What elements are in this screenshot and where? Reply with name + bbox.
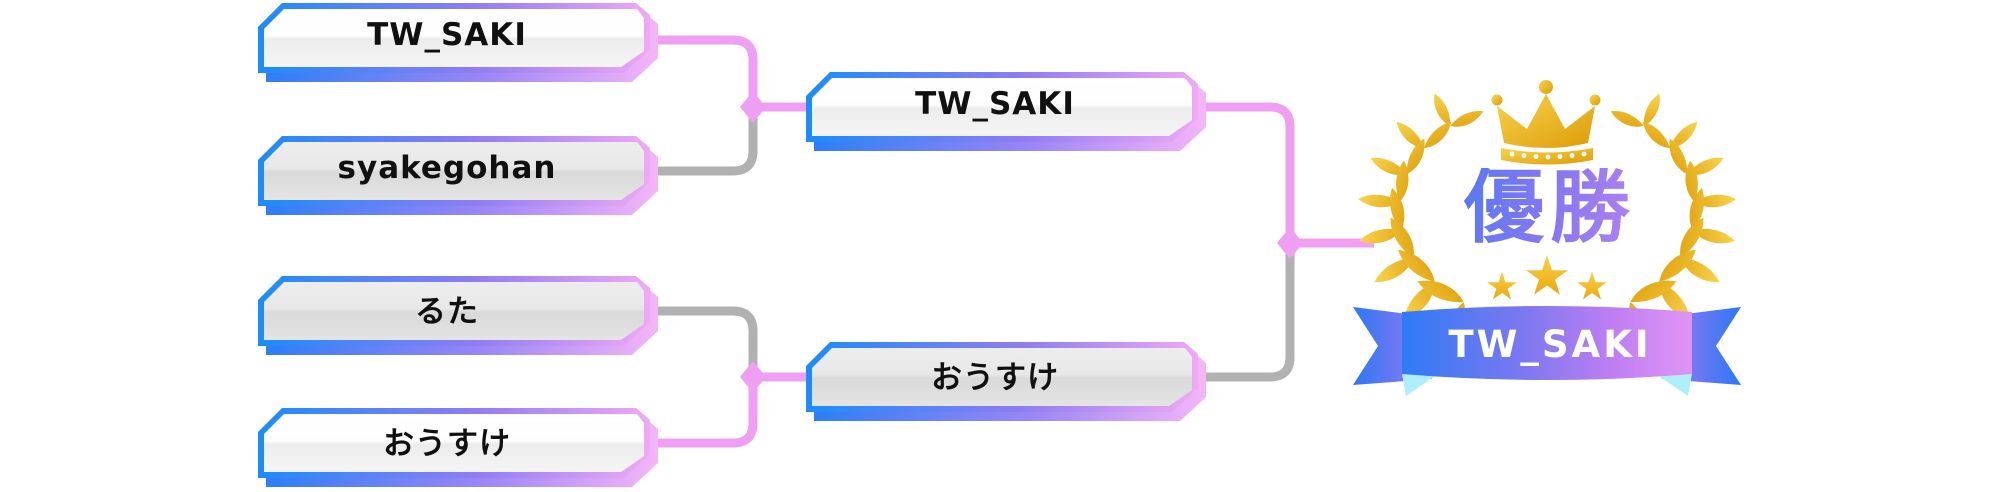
ribbon-banner: [1353, 306, 1741, 396]
player-name: TW_SAKI: [367, 17, 527, 53]
box-fill-layer: [812, 348, 1192, 406]
player-name: TW_SAKI: [915, 86, 1075, 122]
player-name: おうすけ: [931, 359, 1059, 396]
player-box-round1-slot2: syakegohan: [258, 136, 658, 215]
box-fill-layer: [264, 142, 644, 200]
player-name: おうすけ: [383, 425, 511, 462]
crown-icon: [1491, 80, 1601, 165]
star-icon: [1577, 271, 1607, 300]
player-box-final-slot1: TW_SAKI: [806, 72, 1206, 151]
box-fill-layer: [264, 9, 644, 67]
champion-badge: 優勝 TW_SAKI: [1320, 40, 1780, 470]
junction-diamond-icon: [740, 91, 766, 123]
junction-diamond-icon: [740, 361, 766, 393]
winner-line-match2: [650, 372, 808, 448]
box-fill-layer: [264, 282, 644, 340]
champion-title: 優勝: [1320, 168, 1780, 248]
loser-line-match1: [650, 107, 758, 176]
box-fill-layer: [264, 414, 644, 472]
player-box-round1-slot1: TW_SAKI: [258, 3, 658, 82]
winner-line-final: [1198, 102, 1374, 248]
star-icon: [1526, 255, 1568, 295]
player-box-final-slot2: おうすけ: [806, 342, 1206, 421]
winner-line-match1: [650, 35, 808, 112]
player-box-round1-slot3: るた: [258, 276, 658, 355]
loser-line-final: [1198, 243, 1295, 382]
stars-icon: [1487, 255, 1607, 300]
player-name: るた: [415, 293, 479, 330]
box-fill-layer: [812, 78, 1192, 136]
loser-line-match2: [650, 306, 758, 377]
junction-diamond-icon: [1277, 227, 1303, 259]
champion-name: TW_SAKI: [1448, 323, 1652, 366]
champion-badge-art: [1353, 80, 1741, 396]
player-name: syakegohan: [337, 150, 557, 186]
star-icon: [1487, 271, 1517, 300]
player-box-round1-slot4: おうすけ: [258, 408, 658, 487]
